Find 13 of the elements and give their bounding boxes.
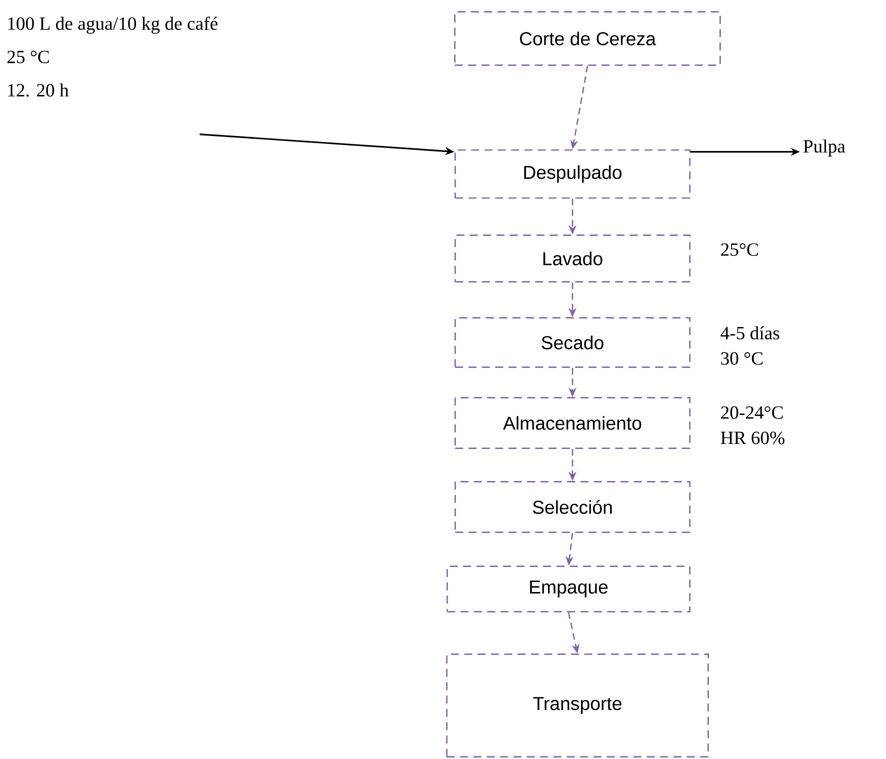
process-box: Selección [454,481,690,533]
process-box: Secado [454,317,690,368]
process-box: Despulpado [454,149,690,199]
process-box: Transporte [446,654,709,758]
text-label: Pulpa [803,140,846,156]
side-note: 20-24°C HR 60% [720,406,784,444]
process-box: Corte de Cereza [454,11,721,66]
text-label: 100 L de agua/10 kg de café 25 °C 12. 20 h [7,16,218,97]
process-box: Empaque [446,566,690,612]
process-box: Lavado [454,234,690,282]
process-box: Almacenamiento [454,397,690,449]
side-note: 4-5 días 30 °C [720,326,780,365]
side-note: 25°C [721,243,758,256]
